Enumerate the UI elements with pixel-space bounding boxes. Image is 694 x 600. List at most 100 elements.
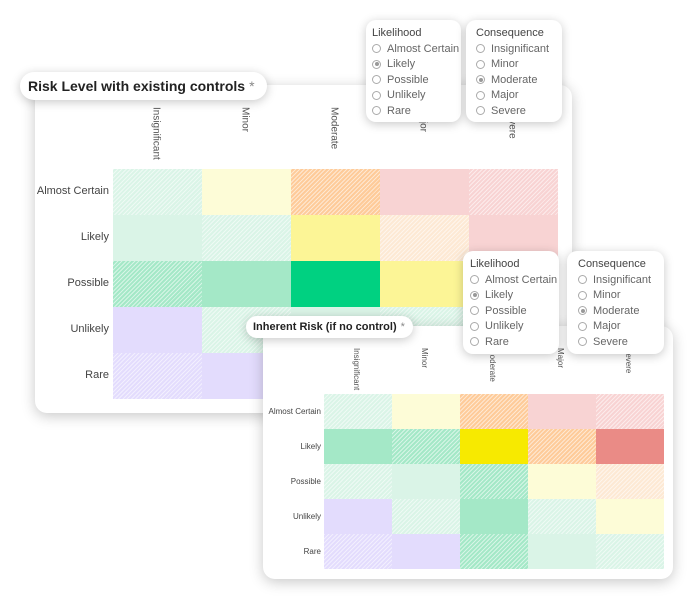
risk-cell[interactable] (392, 429, 460, 464)
likelihood-option-almost-certain[interactable]: Almost Certain (470, 272, 559, 288)
risk-cell[interactable] (202, 215, 291, 261)
risk-cell[interactable] (380, 261, 469, 307)
radio-icon[interactable] (372, 59, 381, 69)
radio-icon[interactable] (476, 106, 485, 116)
risk-cell[interactable] (202, 169, 291, 215)
radio-icon[interactable] (372, 106, 381, 116)
option-label: Minor (491, 58, 519, 71)
likelihood-option-almost-certain[interactable]: Almost Certain (372, 41, 461, 57)
radio-icon[interactable] (470, 337, 479, 347)
row-label: Possible (290, 476, 321, 486)
radio-icon[interactable] (578, 337, 587, 347)
risk-cell[interactable] (113, 261, 202, 307)
radio-icon[interactable] (578, 275, 587, 285)
risk-cell[interactable] (324, 499, 392, 534)
risk-cell[interactable] (392, 499, 460, 534)
risk-cell[interactable] (392, 534, 460, 569)
row-label: Possible (67, 277, 109, 290)
column-label: Major (556, 348, 565, 369)
likelihood-title: Likelihood (372, 27, 422, 39)
risk-cell[interactable] (528, 394, 596, 429)
required-mark: * (249, 78, 255, 94)
likelihood-option-possible[interactable]: Possible (372, 72, 461, 88)
risk-cell[interactable] (528, 464, 596, 499)
consequence-option-moderate[interactable]: Moderate (578, 303, 664, 319)
radio-icon[interactable] (476, 44, 485, 54)
option-label: Moderate (593, 304, 640, 317)
risk-cell[interactable] (291, 215, 380, 261)
risk-cell[interactable] (392, 394, 460, 429)
risk-cell[interactable] (113, 169, 202, 215)
consequence-option-major[interactable]: Major (578, 319, 664, 335)
radio-icon[interactable] (470, 290, 479, 300)
risk-cell[interactable] (460, 499, 528, 534)
risk-cell[interactable] (380, 215, 469, 261)
likelihood-title: Likelihood (470, 258, 520, 270)
risk-cell[interactable] (324, 534, 392, 569)
likelihood-option-rare[interactable]: Rare (372, 103, 461, 119)
consequence-option-severe[interactable]: Severe (476, 103, 562, 119)
radio-icon[interactable] (470, 321, 479, 331)
risk-cell[interactable] (291, 169, 380, 215)
risk-cell[interactable] (113, 307, 202, 353)
radio-icon[interactable] (578, 306, 587, 316)
risk-cell[interactable] (528, 429, 596, 464)
likelihood-option-likely[interactable]: Likely (372, 57, 461, 73)
consequence-option-moderate[interactable]: Moderate (476, 72, 562, 88)
radio-icon[interactable] (578, 290, 587, 300)
risk-cell[interactable] (380, 169, 469, 215)
risk-cell[interactable] (113, 353, 202, 399)
option-label: Almost Certain (485, 273, 558, 286)
radio-icon[interactable] (476, 90, 485, 100)
column-label: Severe (506, 107, 518, 139)
radio-icon[interactable] (476, 75, 485, 85)
column-label: Severe (624, 348, 633, 374)
consequence-option-insignificant[interactable]: Insignificant (578, 272, 664, 288)
risk-cell[interactable] (113, 215, 202, 261)
radio-icon[interactable] (578, 321, 587, 331)
radio-icon[interactable] (372, 44, 381, 54)
radio-icon[interactable] (372, 90, 381, 100)
risk-cell[interactable] (596, 464, 664, 499)
option-label: Unlikely (387, 89, 426, 102)
row-label: Likely (80, 231, 109, 244)
risk-cell[interactable] (596, 394, 664, 429)
consequence-option-minor[interactable]: Minor (578, 288, 664, 304)
consequence-option-severe[interactable]: Severe (578, 334, 664, 350)
risk-cell[interactable] (324, 464, 392, 499)
consequence-option-minor[interactable]: Minor (476, 57, 562, 73)
risk-cell[interactable] (460, 429, 528, 464)
risk-cell[interactable] (596, 429, 664, 464)
risk-cell[interactable] (528, 499, 596, 534)
likelihood-option-likely[interactable]: Likely (470, 288, 559, 304)
section-title: Inherent Risk (if no control) (253, 321, 397, 333)
radio-icon[interactable] (372, 75, 381, 85)
risk-cell[interactable] (596, 499, 664, 534)
likelihood-option-possible[interactable]: Possible (470, 303, 559, 319)
radio-icon[interactable] (470, 275, 479, 285)
likelihood-option-rare[interactable]: Rare (470, 334, 559, 350)
consequence-option-major[interactable]: Major (476, 88, 562, 104)
row-label: Likely (300, 441, 321, 451)
risk-cell[interactable] (392, 464, 460, 499)
risk-cell[interactable] (460, 464, 528, 499)
likelihood-option-unlikely[interactable]: Unlikely (470, 319, 559, 335)
likelihood-option-unlikely[interactable]: Unlikely (372, 88, 461, 104)
consequence-option-insignificant[interactable]: Insignificant (476, 41, 562, 57)
risk-cell[interactable] (202, 261, 291, 307)
column-label: Minor (420, 348, 429, 369)
risk-cell[interactable] (324, 394, 392, 429)
radio-icon[interactable] (476, 59, 485, 69)
radio-icon[interactable] (470, 306, 479, 316)
risk-cell[interactable] (596, 534, 664, 569)
risk-cell[interactable] (460, 394, 528, 429)
risk-cell[interactable] (324, 429, 392, 464)
risk-cell[interactable] (469, 169, 558, 215)
row-label: Unlikely (70, 323, 109, 336)
risk-cell[interactable] (528, 534, 596, 569)
risk-cell[interactable] (460, 534, 528, 569)
risk-cell[interactable] (291, 261, 380, 307)
